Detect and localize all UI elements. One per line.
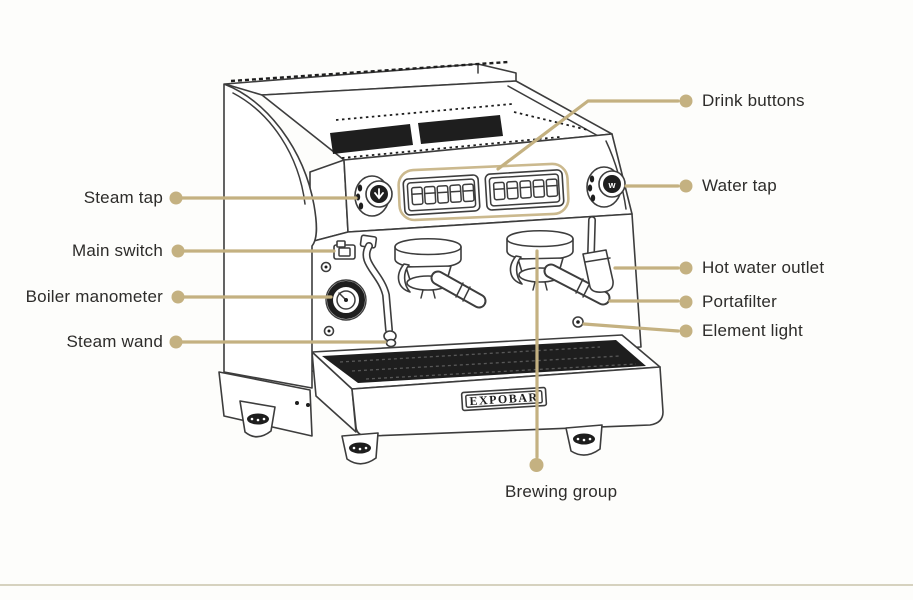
brand-plate-text: EXPOBAR [469, 390, 539, 408]
drink-buttons-highlight [397, 162, 570, 222]
label-hot-water-outlet: Hot water outlet [702, 258, 825, 277]
drink-buttons-pad-left [402, 174, 481, 216]
leader-boiler-manometer [171, 290, 333, 304]
brand-plate: EXPOBAR [460, 386, 548, 412]
label-water-tap: Water tap [702, 176, 777, 195]
label-portafilter: Portafilter [702, 292, 777, 311]
brewing-group-right [506, 229, 611, 306]
foot-rear-left [239, 400, 276, 438]
foot-front-right [565, 424, 603, 456]
leader-lines [169, 94, 693, 472]
leader-drink-buttons [496, 94, 693, 171]
boiler-manometer-part [325, 279, 367, 321]
leader-steam-wand [169, 335, 387, 349]
leader-element-light [582, 322, 693, 338]
panel-screws [320, 261, 335, 337]
leader-portafilter [608, 295, 693, 309]
leader-hot-water-outlet [613, 261, 693, 275]
label-steam-tap: Steam tap [83, 188, 163, 207]
label-steam-wand: Steam wand [66, 332, 163, 351]
label-element-light: Element light [702, 321, 803, 340]
espresso-machine-drawing: EXPOBAR [218, 60, 664, 465]
label-drink-buttons: Drink buttons [702, 91, 805, 110]
footer-divider [0, 584, 913, 586]
label-boiler-manometer: Boiler manometer [25, 287, 163, 306]
leader-main-switch [171, 244, 336, 258]
label-brewing-group: Brewing group [505, 482, 618, 501]
drip-tray [311, 334, 664, 437]
main-switch-part [333, 240, 356, 260]
cup-tray [261, 80, 613, 161]
steam-wand-part [359, 234, 397, 348]
side-panel [223, 83, 318, 389]
element-light-part [572, 316, 584, 328]
cup-rail [224, 60, 517, 96]
leader-water-tap [624, 179, 693, 193]
leader-brewing-group [529, 249, 544, 472]
foot-front-left [341, 432, 379, 465]
water-tap-knob: ᴡ [586, 166, 626, 208]
hot-water-outlet-part [582, 216, 614, 293]
brewing-group-left [394, 237, 487, 309]
label-main-switch: Main switch [71, 241, 163, 260]
water-drop-icon: ᴡ [607, 180, 616, 190]
drink-buttons-pad-right [484, 169, 565, 211]
steam-tap-knob [354, 175, 393, 217]
base-left [218, 371, 313, 437]
leader-steam-tap [169, 191, 358, 205]
